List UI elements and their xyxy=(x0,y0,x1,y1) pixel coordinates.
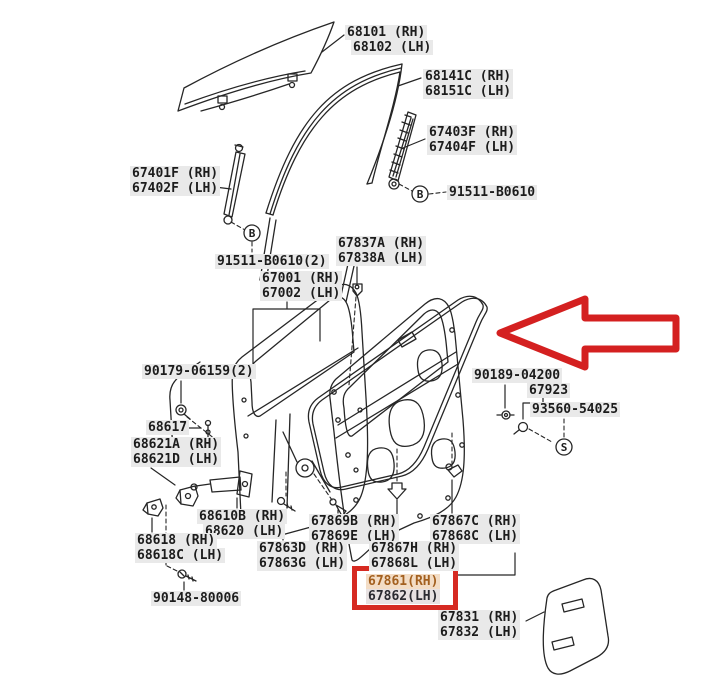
part-number: 67869E (LH) xyxy=(309,529,400,544)
door-stiffener-clip xyxy=(352,283,363,297)
glass-run-drawing xyxy=(265,63,403,216)
label-clip-67869: 67869B (RH) 67869E (LH) xyxy=(309,514,400,544)
label-screw-90189: 90189-04200 xyxy=(472,368,563,383)
frame-legs xyxy=(259,217,359,303)
service-hole-cover-drawing xyxy=(542,577,610,675)
part-number: 67837A (RH) xyxy=(336,236,427,251)
weatherstrip-drawing xyxy=(307,295,488,491)
part-number: 68610B (RH) xyxy=(197,509,288,524)
part-number: 67868C (LH) xyxy=(430,529,521,544)
frame-front-lower-drawing xyxy=(223,143,246,225)
part-number: 67402F (LH) xyxy=(130,181,221,196)
label-frame-rear-lower: 67403F (RH) 67404F (LH) xyxy=(427,125,518,155)
part-number: 67002 (LH) xyxy=(260,286,343,301)
clip-67869-drawing xyxy=(329,498,347,517)
label-clip-67867c: 67867C (RH) 67868C (LH) xyxy=(430,514,521,544)
frame-rear-lower-drawing xyxy=(388,111,417,190)
callout-b1-letter: B xyxy=(417,188,424,201)
label-door-panel: 67001 (RH) 67002 (LH) xyxy=(260,271,343,301)
part-number: 68102 (LH) xyxy=(351,40,434,55)
label-hinge-lower: 68618 (RH) 68618C (LH) xyxy=(135,533,226,563)
part-number: 67862(LH) xyxy=(366,589,441,604)
part-number: 68618 (RH) xyxy=(135,533,218,548)
part-number: 68101 (RH) xyxy=(345,25,428,40)
hinge-lower-drawing xyxy=(142,498,164,517)
callout-circles xyxy=(243,185,573,456)
part-number: 67832 (LH) xyxy=(438,625,521,640)
part-number: 67838A (LH) xyxy=(336,251,427,266)
part-number: 68151C (LH) xyxy=(423,84,514,99)
part-number: 67404F (LH) xyxy=(427,140,518,155)
highlight-arrow xyxy=(496,295,680,371)
part-number: 68617 xyxy=(146,420,190,435)
label-hinge-upper: 68621A (RH) 68621D (LH) xyxy=(131,437,222,467)
callout-s-letter: S xyxy=(561,441,568,454)
label-check-pin: 68617 xyxy=(146,420,190,435)
label-door-glass: 68101 (RH) 68102 (LH) xyxy=(345,25,434,55)
hinge-bolt-drawing xyxy=(175,404,191,420)
part-number: 90148-80006 xyxy=(151,591,242,606)
label-screw-93560: 93560-54025 xyxy=(530,402,621,417)
part-number: 67867H (RH) xyxy=(369,541,460,556)
part-number-highlighted: 67861(RH) xyxy=(366,574,441,589)
label-screw-90148: 90148-80006 xyxy=(151,591,242,606)
door-check-drawing xyxy=(190,470,253,498)
part-number: 68621A (RH) xyxy=(131,437,222,452)
callout-s-circle xyxy=(555,438,573,456)
screw-90189-drawing xyxy=(496,410,515,420)
callout-b2-circle xyxy=(243,224,261,242)
callout-b2-letter: B xyxy=(249,227,256,240)
label-frame-front-lower: 67401F (RH) 67402F (LH) xyxy=(130,166,221,196)
part-number: 67403F (RH) xyxy=(427,125,518,140)
part-number: 91511-B0610 xyxy=(447,185,538,200)
label-clip-67923: 67923 xyxy=(527,383,571,398)
label-hinge-bolt: 90179-06159(2) xyxy=(142,364,256,379)
label-clip-67867h: 67867H (RH) 67868L (LH) xyxy=(369,541,460,571)
part-number: 68618C (LH) xyxy=(135,548,226,563)
moulding-screw-drawing xyxy=(276,496,296,512)
part-number: 90179-06159(2) xyxy=(142,364,256,379)
clip-67867h-drawing xyxy=(387,482,407,500)
label-glass-run: 68141C (RH) 68151C (LH) xyxy=(423,69,514,99)
part-number: 91511-B0610(2) xyxy=(215,254,329,269)
part-number: 67923 xyxy=(527,383,571,398)
part-number: 67831 (RH) xyxy=(438,610,521,625)
part-number: 67863D (RH) xyxy=(257,541,348,556)
part-number: 68621D (LH) xyxy=(131,452,222,467)
label-bolt-b-2: 91511-B0610(2) xyxy=(215,254,329,269)
door-glass-drawing xyxy=(177,21,335,112)
part-number: 67867C (RH) xyxy=(430,514,521,529)
callout-b1-circle xyxy=(411,185,429,203)
part-number: 93560-54025 xyxy=(530,402,621,417)
screw-90148-drawing xyxy=(177,569,197,582)
part-number: 67868L (LH) xyxy=(369,556,460,571)
clip-67867c-drawing xyxy=(445,463,463,478)
label-bolt-b: 91511-B0610 xyxy=(447,185,538,200)
part-number: 68141C (RH) xyxy=(423,69,514,84)
label-service-hole-cover: 67831 (RH) 67832 (LH) xyxy=(438,610,521,640)
part-number: 67863G (LH) xyxy=(257,556,348,571)
part-number: 67001 (RH) xyxy=(260,271,343,286)
label-door-stiffener: 67837A (RH) 67838A (LH) xyxy=(336,236,427,266)
label-moulding-67863: 67863D (RH) 67863G (LH) xyxy=(257,541,348,571)
clip-67923-drawing xyxy=(513,421,529,435)
part-number: 90189-04200 xyxy=(472,368,563,383)
part-number: 67869B (RH) xyxy=(309,514,400,529)
label-weatherstrip-highlighted: 67861(RH) 67862(LH) xyxy=(366,574,441,604)
hinge-upper-drawing xyxy=(175,485,199,507)
part-number: 67401F (RH) xyxy=(130,166,221,181)
